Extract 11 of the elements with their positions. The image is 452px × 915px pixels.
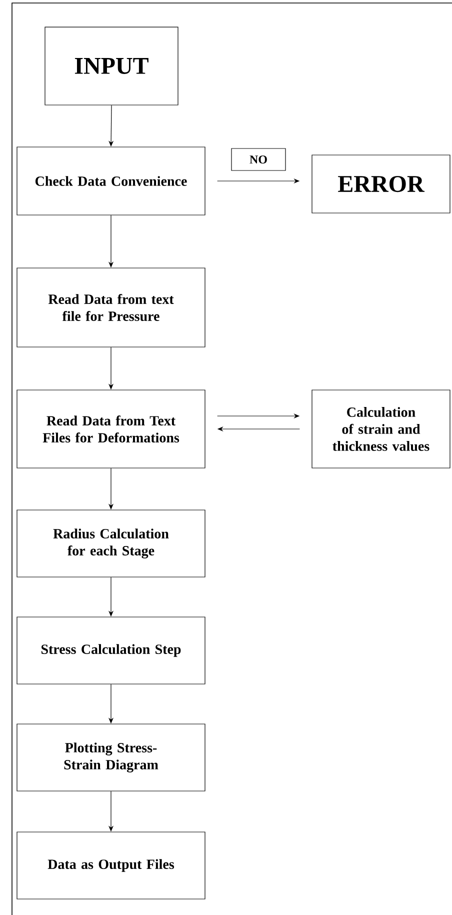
process-box: Data as Output Files (16, 832, 206, 900)
process-box: Radius Calculation for each Stage (16, 510, 206, 578)
process-box: Read Data from text file for Pressure (16, 268, 206, 348)
process-box: Plotting Stress-Strain Diagram (16, 724, 206, 792)
process-box: Check Data Convenience (16, 146, 206, 216)
process-box: Calculation of strain and thickness values (312, 390, 450, 468)
process-box: ERROR (312, 154, 450, 214)
process-box: INPUT (44, 26, 178, 106)
process-box: Stress Calculation Step (16, 616, 206, 684)
process-box: Read Data from Text Files for Deformations (16, 390, 206, 468)
edge-label: NO (231, 148, 286, 171)
